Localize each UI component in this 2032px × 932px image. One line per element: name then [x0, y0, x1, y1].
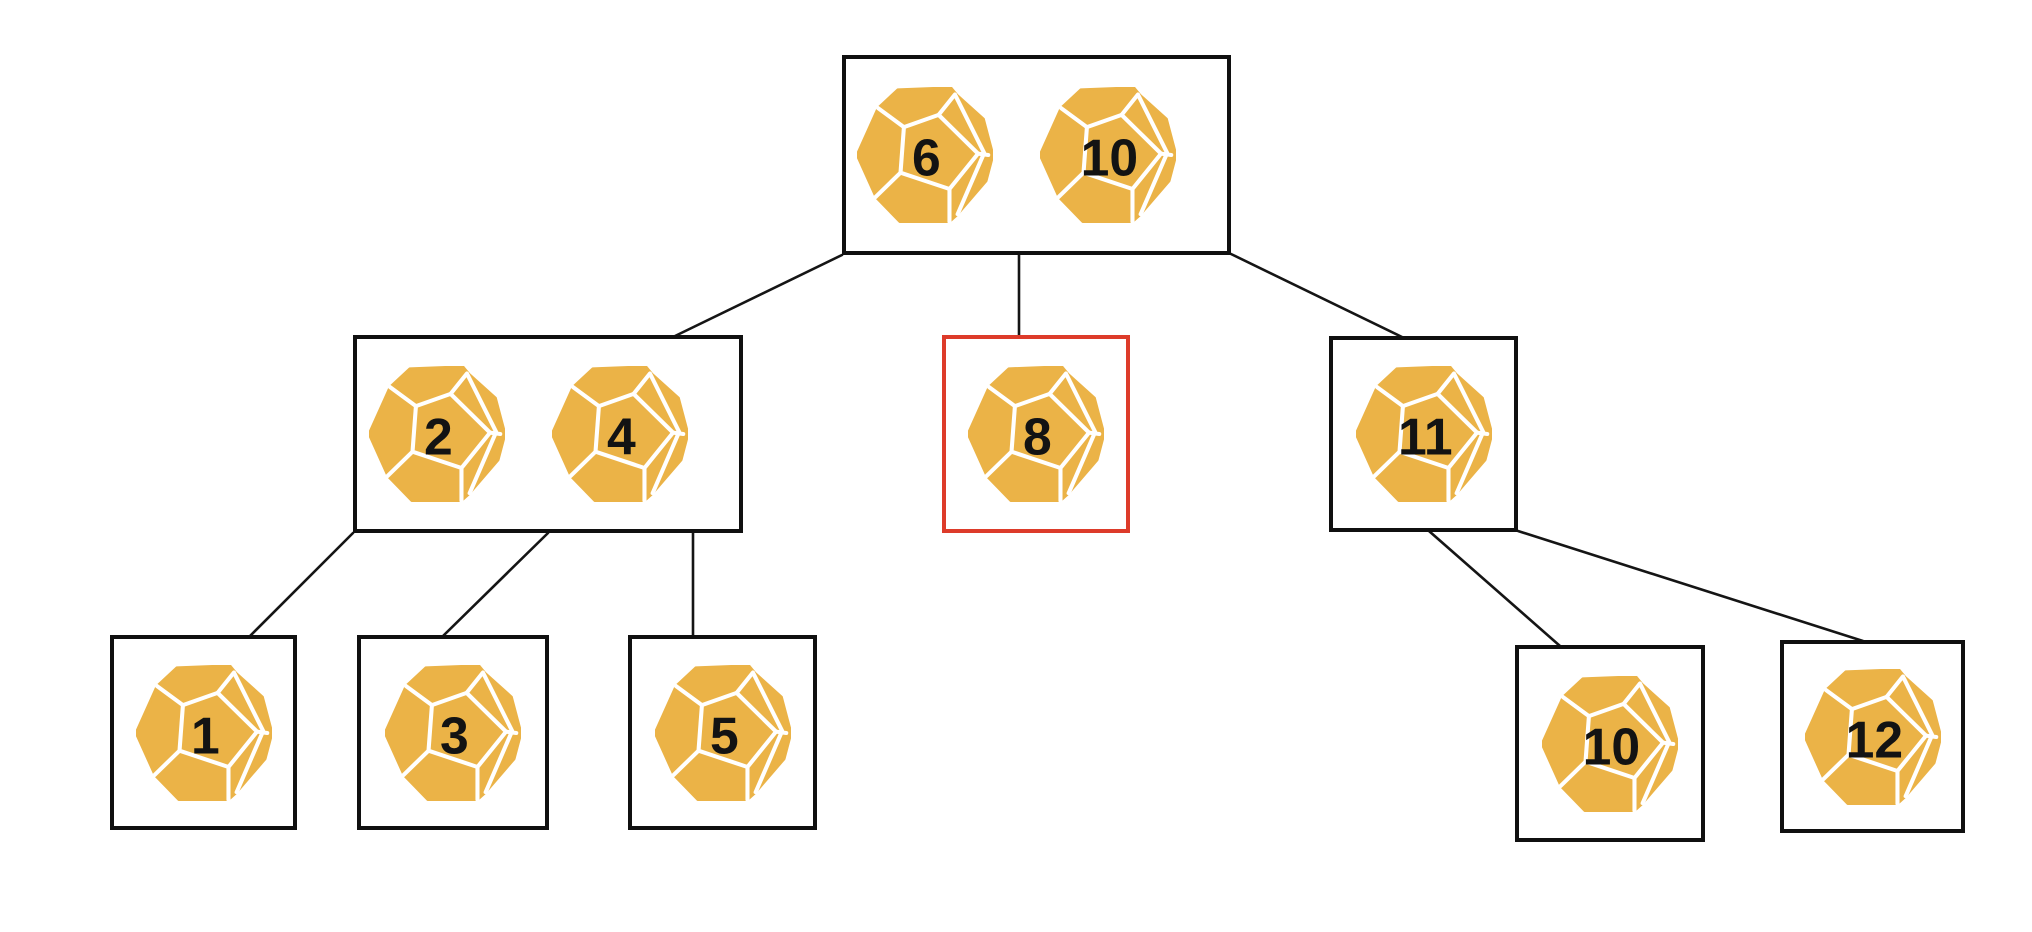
tree-node-leaf-10[interactable]: 10	[1515, 645, 1705, 842]
dodecahedron-d12-icon: 11	[1356, 366, 1492, 502]
edge-root-left	[671, 253, 844, 339]
die-value: 10	[1583, 717, 1640, 775]
tree-node-leaf-3[interactable]: 3	[357, 635, 549, 830]
edge-right-leaf12	[1516, 529, 1865, 643]
dodecahedron-d12-icon: 12	[1805, 669, 1941, 805]
tree-node-leaf-12[interactable]: 12	[1780, 640, 1965, 833]
dodecahedron-d12-icon: 1	[136, 665, 272, 801]
tree-node-root[interactable]: 6 10	[842, 55, 1231, 255]
dodecahedron-d12-icon: 6	[857, 87, 993, 223]
die-value: 3	[440, 706, 469, 764]
die-value: 1	[190, 706, 219, 764]
die-value: 10	[1081, 129, 1138, 187]
die-value: 11	[1398, 408, 1453, 466]
edge-right-leaf10	[1427, 529, 1562, 648]
dodecahedron-d12-icon: 2	[369, 366, 505, 502]
tree-node-leaf-5[interactable]: 5	[628, 635, 817, 830]
die-value: 8	[1023, 408, 1052, 466]
edge-left-leaf3	[441, 531, 550, 638]
edge-left-leaf1	[248, 531, 355, 638]
die-value: 2	[423, 408, 452, 466]
dodecahedron-d12-icon: 8	[968, 366, 1104, 502]
die-value: 12	[1845, 710, 1902, 768]
tree-node-middle-highlighted[interactable]: 8	[942, 335, 1130, 533]
die-value: 5	[709, 706, 738, 764]
edge-root-right	[1229, 252, 1406, 340]
die-value: 4	[606, 408, 635, 466]
tree-node-left[interactable]: 2 4	[353, 335, 743, 533]
tree-node-leaf-1[interactable]: 1	[110, 635, 297, 830]
die-value: 6	[912, 129, 941, 187]
dodecahedron-d12-icon: 4	[552, 366, 688, 502]
tree-node-right[interactable]: 11	[1329, 336, 1518, 532]
dodecahedron-d12-icon: 10	[1542, 676, 1678, 812]
dodecahedron-d12-icon: 5	[655, 665, 791, 801]
dodecahedron-d12-icon: 3	[385, 665, 521, 801]
dodecahedron-d12-icon: 10	[1040, 87, 1176, 223]
